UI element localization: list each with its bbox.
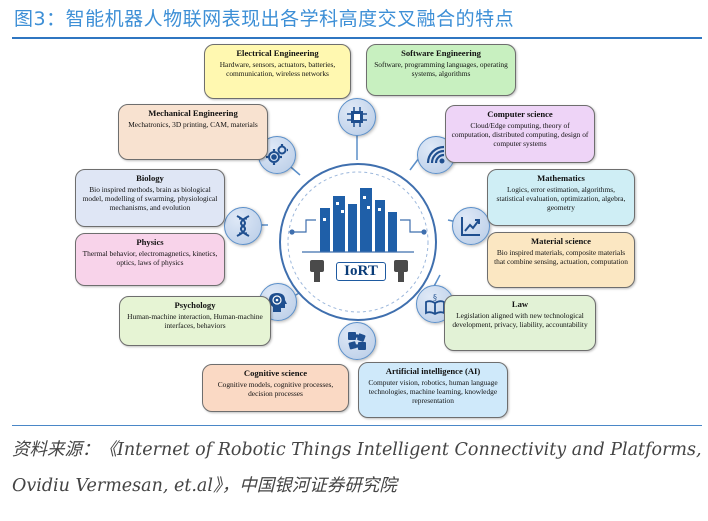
iort-hub-graphic [279,163,437,321]
discipline-title: Biology [136,173,164,183]
discipline-description: Bio inspired materials, composite materi… [494,248,628,266]
discipline-description: Mechatronics, 3D printing, CAM, material… [128,120,258,129]
dna-icon [224,207,262,245]
discipline-title: Physics [136,237,164,247]
discipline-description: Legislation aligned with new technologic… [452,311,588,329]
discipline-description: Hardware, sensors, actuators, batteries,… [219,60,336,78]
discipline-box-mechanical: Mechanical Engineering Mechatronics, 3D … [118,104,268,160]
discipline-description: Cognitive models, cognitive processes, d… [217,380,334,398]
discipline-box-mathematics: Mathematics Logics, error estimation, al… [487,169,635,226]
discipline-box-psychology: Psychology Human-machine interaction, Hu… [119,296,271,346]
discipline-box-law: Law Legislation aligned with new technol… [444,295,596,351]
discipline-description: Cloud/Edge computing, theory of computat… [451,121,589,148]
discipline-box-physics: Physics Thermal behavior, electromagneti… [75,233,225,286]
discipline-box-cognitive-science: Cognitive science Cognitive models, cogn… [202,364,349,412]
source-divider [12,425,702,426]
title-divider [12,37,702,39]
discipline-title: Computer science [487,109,553,119]
discipline-title: Material science [531,236,591,246]
growth-chart-icon [452,207,490,245]
discipline-title: Electrical Engineering [236,48,319,58]
discipline-title: Software Engineering [401,48,481,58]
discipline-title: Psychology [174,300,216,310]
chip-icon [338,98,376,136]
source-note: 资料来源：《Internet of Robotic Things Intelli… [12,440,702,496]
discipline-description: Bio inspired methods, brain as biologica… [82,185,218,212]
puzzle-icon [338,322,376,360]
svg-text:§: § [433,293,437,302]
discipline-title: Law [511,299,529,309]
discipline-description: Thermal behavior, electromagnetics, kine… [82,249,218,267]
discipline-box-ai: Artificial intelligence (AI) Computer vi… [358,362,508,418]
discipline-description: Logics, error estimation, algorithms, st… [496,185,626,212]
discipline-title: Mechanical Engineering [148,108,238,118]
iort-label: IoRT [336,262,386,281]
discipline-box-electrical: Electrical Engineering Hardware, sensors… [204,44,351,99]
discipline-title: Mathematics [537,173,585,183]
discipline-title: Artificial intelligence (AI) [385,366,481,376]
discipline-description: Software, programming languages, operati… [374,60,508,78]
discipline-box-software: Software Engineering Software, programmi… [366,44,516,96]
discipline-box-computer-science: Computer science Cloud/Edge computing, t… [445,105,595,163]
discipline-box-biology: Biology Bio inspired methods, brain as b… [75,169,225,227]
discipline-box-material-science: Material science Bio inspired materials,… [487,232,635,288]
discipline-description: Human-machine interaction, Human-machine… [127,312,263,330]
figure-title: 图3：智能机器人物联网表现出各学科高度交叉融合的特点 [14,8,515,30]
discipline-description: Computer vision, robotics, human languag… [368,378,498,405]
discipline-title: Cognitive science [243,368,308,378]
